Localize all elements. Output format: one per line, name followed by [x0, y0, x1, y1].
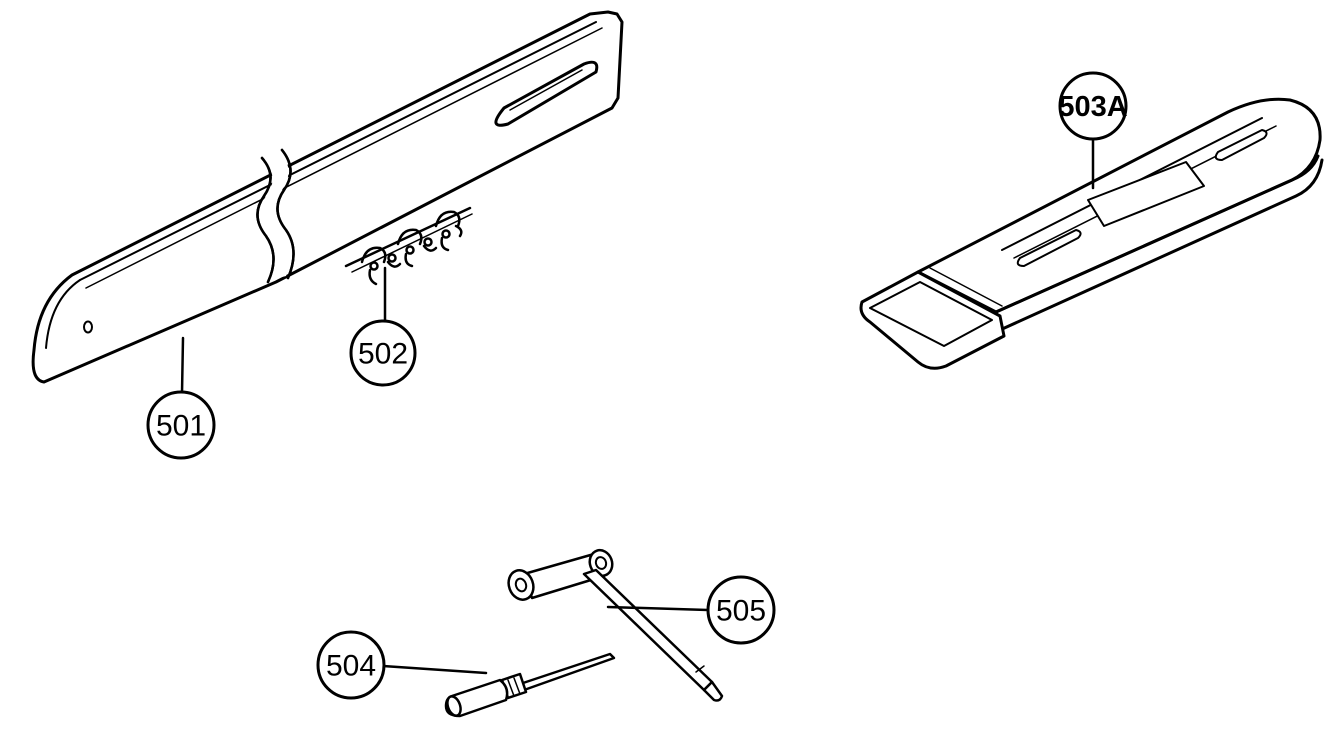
- callout-503a: 503A: [1058, 71, 1128, 141]
- screwdriver: [445, 654, 614, 717]
- leader-501: [180, 336, 185, 395]
- callout-505: 505: [706, 575, 776, 645]
- callout-501-label: 501: [156, 410, 206, 443]
- guide-bar: [33, 12, 622, 382]
- callout-502-label: 502: [358, 338, 408, 371]
- leader-504: [381, 664, 488, 675]
- leader-lines: [180, 136, 1095, 675]
- callout-502: 502: [349, 319, 417, 387]
- combination-wrench: [505, 547, 722, 700]
- leader-505: [606, 605, 710, 612]
- callout-504: 504: [316, 630, 386, 700]
- callout-501: 501: [146, 390, 216, 460]
- saw-chain: [346, 208, 472, 284]
- callout-504-label: 504: [326, 650, 376, 683]
- bar-scabbard: [861, 99, 1322, 368]
- callout-505-label: 505: [716, 595, 766, 628]
- callout-503a-label: 503A: [1058, 91, 1127, 123]
